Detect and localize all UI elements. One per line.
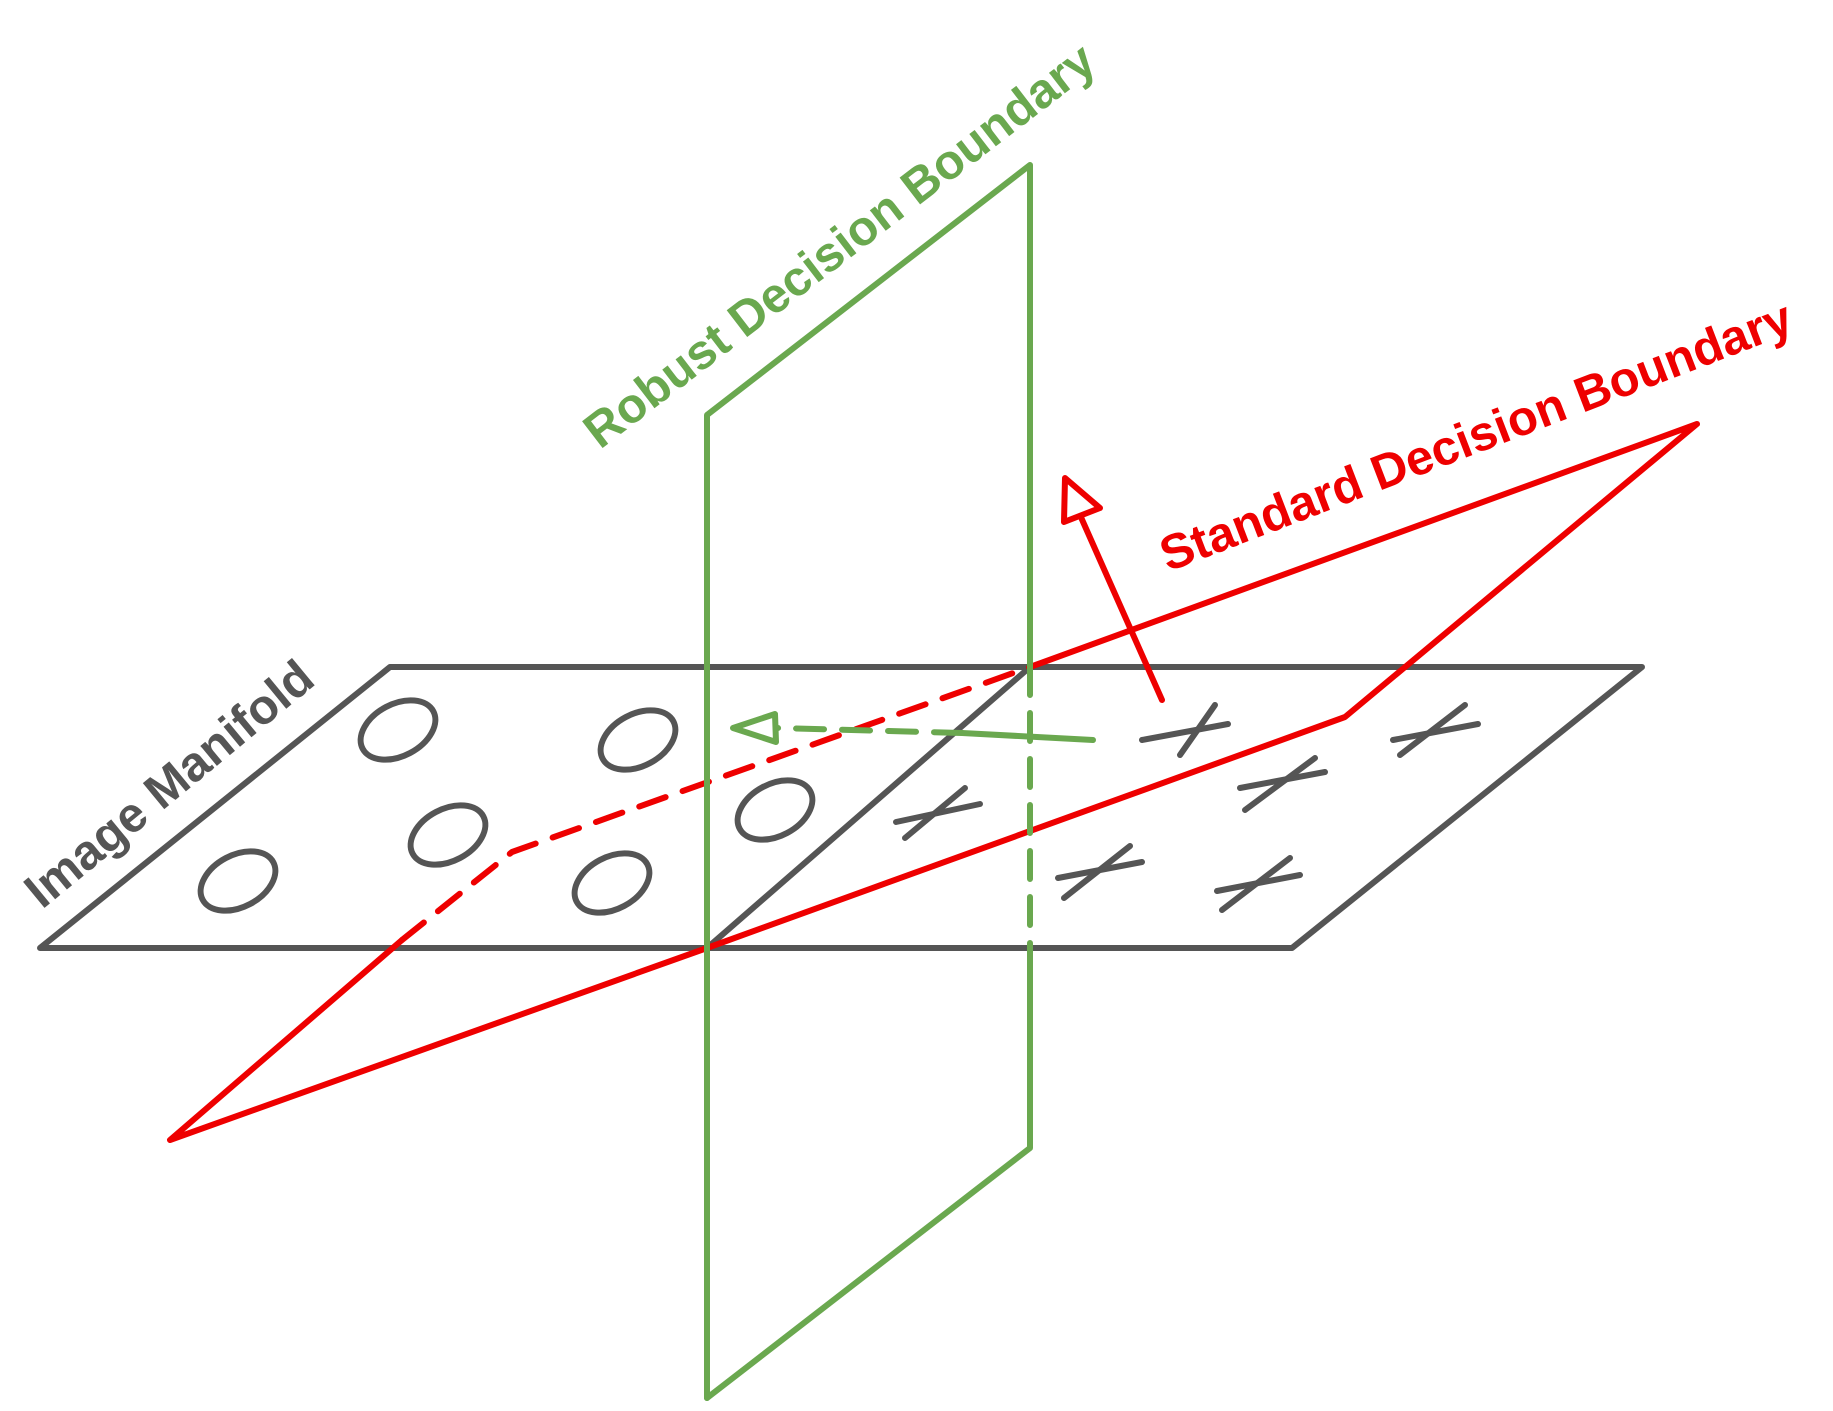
- standard-boundary-plane: [167, 421, 1700, 1143]
- robust-boundary-lower-right: [704, 945, 1033, 1401]
- manifold-outline: [37, 664, 1645, 951]
- x-mark-icon: [1139, 702, 1231, 758]
- standard-boundary-hidden-edge: [399, 664, 1033, 943]
- x-mark-icon: [1214, 855, 1303, 913]
- ellipse-o-icon: [734, 777, 816, 843]
- ellipse-o-icon: [597, 707, 679, 773]
- ellipse-o-icon: [197, 848, 279, 914]
- arrow-up-icon: [1061, 475, 1165, 703]
- arrow-left-icon: [730, 711, 1096, 745]
- standard-boundary-label: Standard Decision Boundary: [1153, 291, 1800, 582]
- ellipse-o-icon: [407, 802, 489, 868]
- x-mark-icon: [1390, 702, 1481, 758]
- circle-samples: [197, 697, 816, 916]
- standard-boundary-edge: [167, 421, 1700, 1143]
- ellipse-o-icon: [357, 697, 439, 763]
- x-mark-icon: [893, 785, 983, 841]
- robust-boundary-edge: [704, 162, 1033, 951]
- robust-boundary-label: Robust Decision Boundary: [574, 33, 1106, 459]
- x-mark-icon: [1237, 755, 1328, 813]
- ellipse-o-icon: [571, 850, 653, 916]
- robust-boundary-plane: [704, 162, 1033, 1401]
- x-mark-icon: [1055, 843, 1145, 901]
- image-manifold-plane: [37, 664, 1645, 951]
- cross-samples: [893, 702, 1481, 913]
- manifold-inner-edge: [704, 664, 1033, 951]
- image-manifold-label: Image Manifold: [15, 650, 325, 919]
